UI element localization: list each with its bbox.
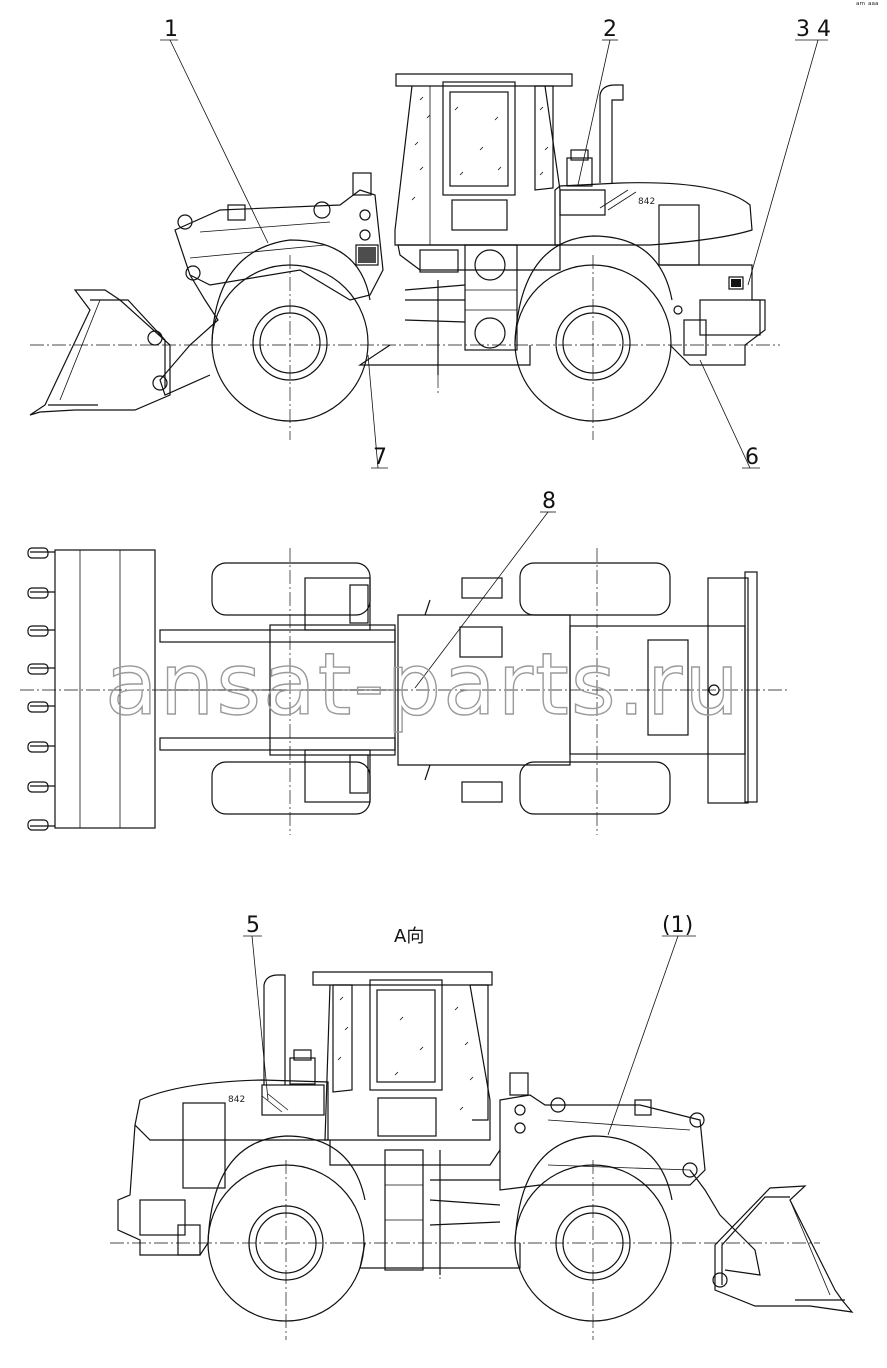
side-view-right: 842 [110, 971, 854, 1340]
callout-5: 5 [246, 913, 260, 938]
callout-6: 6 [745, 445, 759, 470]
callout-1: 1 [164, 17, 178, 42]
watermark: ansat-parts.ru [105, 635, 741, 735]
model-badge-top: 842 [638, 197, 655, 207]
callout-8: 8 [542, 489, 556, 514]
callouts-top [160, 39, 828, 469]
corner-note: ᵃᵐ ᵃᵃᵃ [856, 1, 879, 11]
callouts-bottom [243, 935, 696, 1136]
side-view-left: 842 [29, 73, 780, 440]
top-view [20, 547, 790, 835]
callout-2: 2 [603, 17, 617, 42]
view-a-label: A向 [394, 926, 424, 947]
callout-1-paren: (1) [662, 913, 693, 938]
model-badge-bottom: 842 [228, 1095, 245, 1105]
callout-3-4: 3 4 [796, 17, 831, 42]
callout-7: 7 [373, 445, 387, 470]
